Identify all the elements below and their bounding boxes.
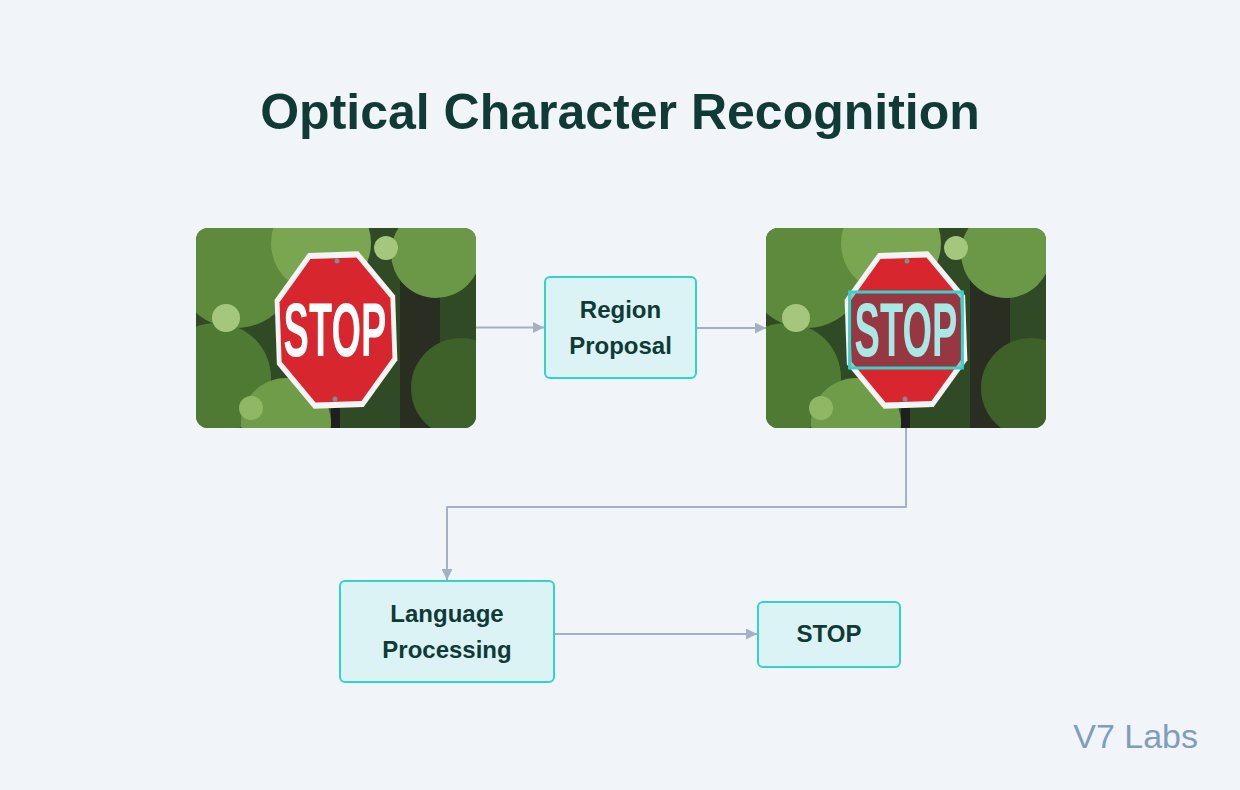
sign-bolt bbox=[335, 259, 340, 264]
box-label: Region Proposal bbox=[558, 292, 683, 364]
sign-bolt bbox=[905, 259, 910, 264]
foliage bbox=[766, 323, 841, 428]
flow-arrow bbox=[555, 633, 757, 635]
stop-sign bbox=[273, 250, 399, 410]
image-node: STOP bbox=[196, 228, 476, 428]
foliage bbox=[239, 396, 263, 420]
box-label: Language Processing bbox=[362, 596, 532, 668]
foliage bbox=[196, 323, 271, 428]
foliage bbox=[981, 338, 1046, 428]
process-box: Language Processing bbox=[339, 580, 555, 683]
sign-rim bbox=[843, 250, 969, 410]
foliage bbox=[809, 396, 833, 420]
detection-box bbox=[850, 292, 963, 368]
foliage bbox=[212, 304, 240, 332]
box-label: STOP bbox=[797, 616, 862, 652]
sign-bolt bbox=[333, 397, 338, 402]
foliage bbox=[391, 228, 476, 298]
foliage bbox=[961, 228, 1046, 298]
foliage bbox=[944, 236, 968, 260]
flow-arrow bbox=[476, 327, 544, 329]
sign-rim bbox=[273, 250, 399, 410]
process-box: STOP bbox=[757, 601, 901, 668]
foliage bbox=[411, 338, 476, 428]
image-node: STOP bbox=[766, 228, 1046, 428]
sign-bolt bbox=[903, 397, 908, 402]
flow-arrow bbox=[447, 428, 906, 580]
flow-arrow bbox=[697, 327, 766, 329]
photo-content bbox=[196, 228, 476, 428]
stop-sign bbox=[843, 250, 969, 410]
process-box: Region Proposal bbox=[544, 276, 697, 379]
sign-face bbox=[278, 256, 394, 403]
sign-face bbox=[848, 256, 964, 403]
sign-text: STOP bbox=[855, 292, 958, 368]
sign-text: STOP bbox=[284, 292, 387, 368]
photo-content bbox=[766, 228, 1046, 428]
foliage bbox=[782, 304, 810, 332]
diagram-title: Optical Character Recognition bbox=[0, 82, 1240, 142]
foliage bbox=[374, 236, 398, 260]
watermark: V7 Labs bbox=[1073, 716, 1198, 757]
